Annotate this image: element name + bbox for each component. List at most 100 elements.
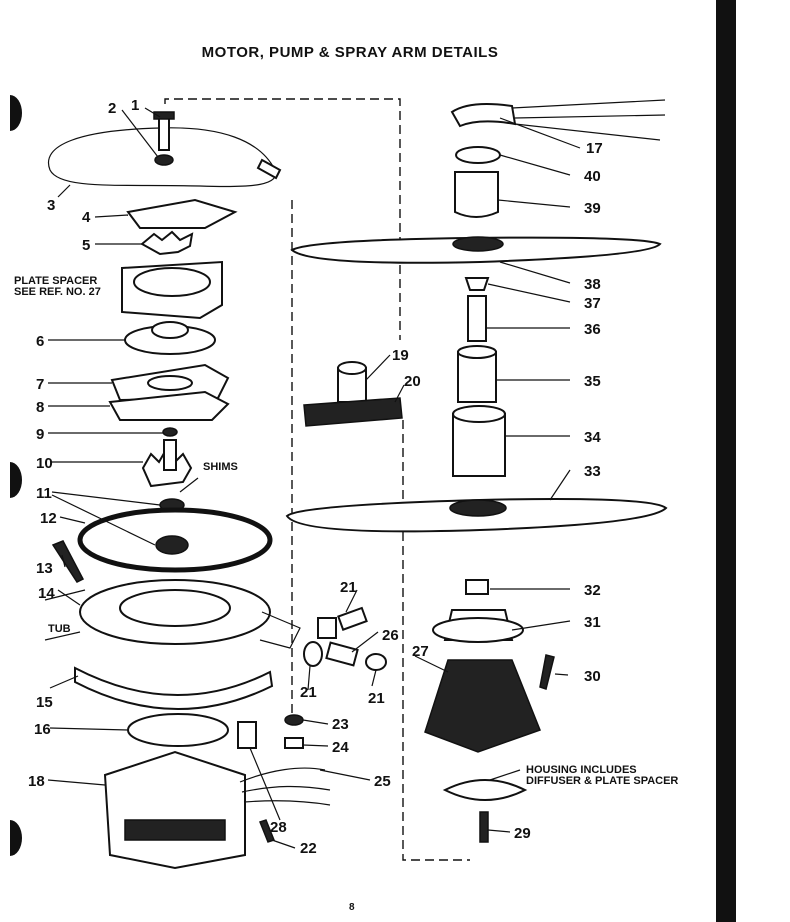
callout-35: 35: [584, 373, 601, 390]
callout-10: 10: [36, 455, 53, 472]
part-22-screw: [259, 819, 275, 843]
plate-spacer-ring: [133, 267, 211, 297]
part-30-screw: [539, 654, 555, 690]
callout-6: 6: [36, 333, 44, 350]
callout-33: 33: [584, 463, 601, 480]
part-17-tube: [511, 99, 666, 141]
part-37-nut: [464, 277, 490, 291]
part-39-manifold: [454, 171, 499, 218]
part-3-hose-end: [256, 158, 282, 180]
callout-21-c: 21: [368, 690, 385, 707]
callout-31: 31: [584, 614, 601, 631]
part-35-tower: [457, 351, 497, 403]
part-11-seal: [155, 535, 189, 555]
callout-21-a: 21: [340, 579, 357, 596]
part-5-impeller: [140, 230, 194, 256]
housing-note-line1: HOUSING INCLUDES: [526, 764, 637, 776]
callout-37: 37: [584, 295, 601, 312]
callout-20: 20: [404, 373, 421, 390]
shims-note: SHIMS: [203, 461, 238, 473]
part-21-clip-d: [303, 641, 323, 667]
part-33-hub: [449, 499, 507, 517]
part-1-bolt-head: [153, 111, 175, 120]
part-12-gasket-ring: [77, 507, 273, 573]
part-32-cap: [465, 579, 489, 595]
part-9-seal: [162, 427, 178, 437]
part-25-wires: [239, 767, 331, 806]
assembly-dashed-line-right: [402, 420, 470, 861]
callout-27: 27: [412, 643, 429, 660]
part-17-hose-fitting: [450, 103, 517, 128]
callout-11: 11: [36, 485, 52, 502]
callout-15: 15: [36, 694, 53, 711]
callout-24: 24: [332, 739, 349, 756]
part-6-cover-top: [151, 321, 189, 339]
page-number: 8: [349, 902, 355, 913]
callout-12: 12: [40, 510, 57, 527]
part-16-plate: [127, 713, 229, 747]
right-margin-bar: [716, 0, 736, 922]
part-18-motor: [103, 750, 246, 870]
callout-28: 28: [270, 819, 287, 836]
callout-25: 25: [374, 773, 391, 790]
part-19-bushing-top: [337, 361, 367, 375]
callout-2: 2: [108, 100, 116, 117]
callout-32: 32: [584, 582, 601, 599]
callout-1: 1: [131, 97, 139, 114]
callout-40: 40: [584, 168, 601, 185]
callout-18: 18: [28, 773, 45, 790]
part-1-bolt: [158, 115, 170, 151]
callout-22: 22: [300, 840, 317, 857]
part-21-clip-c: [365, 653, 387, 671]
binding-hole-middle: [10, 462, 22, 498]
callout-36: 36: [584, 321, 601, 338]
part-28-bracket: [237, 721, 257, 749]
part-40-seal: [455, 146, 501, 164]
callout-34: 34: [584, 429, 601, 446]
callout-7: 7: [36, 376, 44, 393]
plate-spacer-note-line2: SEE REF. NO. 27: [14, 286, 101, 298]
page-title: MOTOR, PUMP & SPRAY ARM DETAILS: [201, 44, 499, 61]
part-10-shaft: [163, 439, 177, 471]
part-4-impeller-plate: [126, 198, 238, 229]
part-23-nut: [284, 714, 304, 726]
callout-5: 5: [82, 237, 90, 254]
binding-hole-top: [10, 95, 22, 131]
plate-spacer-note-line1: PLATE SPACER: [14, 275, 98, 287]
part-34-tower-base-top: [452, 405, 506, 423]
part-29-screw: [479, 811, 489, 843]
callout-29: 29: [514, 825, 531, 842]
housing-diffuser-screen: [442, 779, 528, 801]
assembly-dashed-line-left: [164, 98, 401, 340]
callout-30: 30: [584, 668, 601, 685]
callout-39: 39: [584, 200, 601, 217]
part-18-motor-winding: [124, 819, 226, 841]
callout-26: 26: [382, 627, 399, 644]
housing-note-line2: DIFFUSER & PLATE SPACER: [526, 775, 679, 787]
part-36-tube: [467, 295, 487, 342]
callout-14: 14: [38, 585, 55, 602]
callout-13: 13: [36, 560, 53, 577]
leader-lines: [47, 107, 581, 849]
binding-hole-bottom: [10, 820, 22, 856]
part-31-diffuser-rim: [432, 617, 524, 643]
callout-9: 9: [36, 426, 44, 443]
part-2-washer: [154, 154, 174, 166]
part-13-screw: [51, 540, 85, 583]
plate-spacer-note: PLATE SPACER SEE REF. NO. 27: [14, 276, 101, 298]
part-24-grommet: [284, 737, 304, 749]
part-38-hub: [452, 236, 504, 252]
callout-21-b: 21: [300, 684, 317, 701]
housing-note: HOUSING INCLUDES DIFFUSER & PLATE SPACER: [526, 765, 678, 787]
callout-19: 19: [392, 347, 409, 364]
callout-3: 3: [47, 197, 55, 214]
part-15-gasket: [74, 666, 274, 711]
part-27-housing: [424, 659, 541, 753]
part-7-gasket-hole: [147, 375, 193, 391]
part-21-capacitor-b: [317, 617, 337, 639]
part-8-plate: [108, 390, 230, 421]
callout-8: 8: [36, 399, 44, 416]
callout-23: 23: [332, 716, 349, 733]
part-35-tower-top: [457, 345, 497, 359]
